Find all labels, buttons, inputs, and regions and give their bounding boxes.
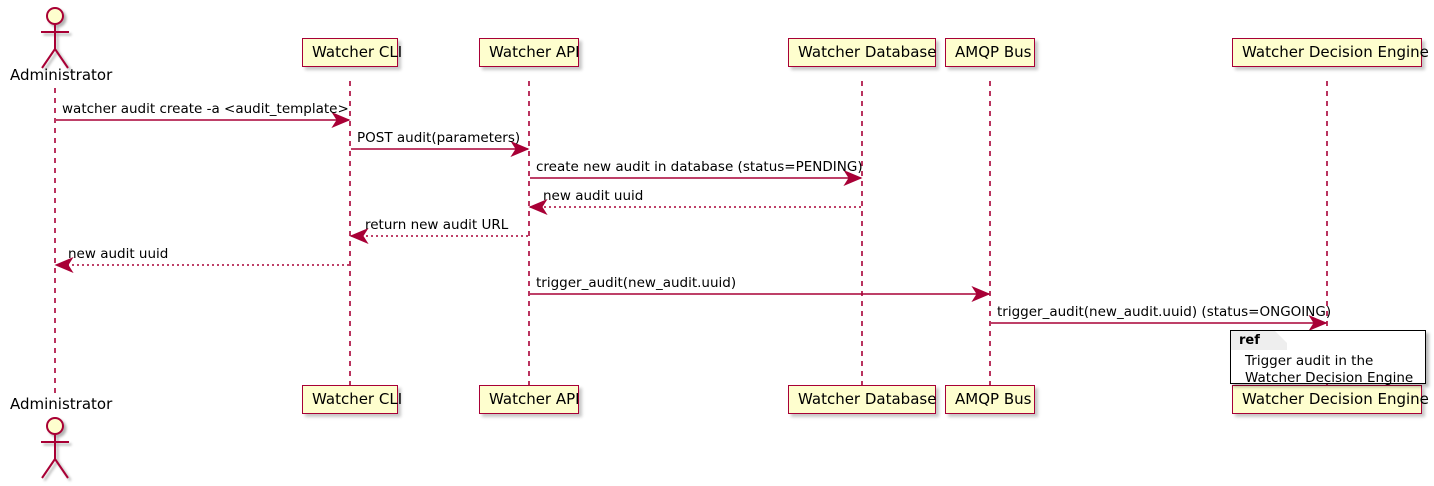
participant-box-db-top[interactable]: Watcher Database — [788, 38, 936, 67]
participant-box-cli-top[interactable]: Watcher CLI — [302, 38, 402, 67]
participant-box-amqp-top[interactable]: AMQP Bus — [945, 38, 1035, 67]
message-label-1: POST audit(parameters) — [357, 130, 521, 146]
message-label-0: watcher audit create -a <audit_template> — [62, 101, 349, 117]
actor-label-admin-top: Administrator — [10, 66, 113, 84]
ref-fragment-text: Trigger audit in the Watcher Decision En… — [1245, 353, 1414, 386]
message-label-3: new audit uuid — [543, 188, 644, 204]
lifelines-group — [54, 81, 1328, 399]
participant-box-api-top[interactable]: Watcher API — [479, 38, 580, 67]
participant-box-engine-bottom[interactable]: Watcher Decision Engine — [1232, 385, 1429, 414]
participant-box-db-bottom[interactable]: Watcher Database — [788, 385, 936, 414]
ref-tab-label: ref — [1239, 333, 1260, 348]
message-label-4: return new audit URL — [365, 217, 509, 233]
ref-fragment: ref Trigger audit in the Watcher Decisio… — [1230, 330, 1426, 386]
participant-box-api-bottom[interactable]: Watcher API — [479, 385, 580, 414]
participant-box-amqp-bottom[interactable]: AMQP Bus — [945, 385, 1035, 414]
actor-figure — [41, 7, 69, 69]
actor-figures-group — [41, 7, 69, 479]
message-label-5: new audit uuid — [68, 246, 169, 262]
message-label-2: create new audit in database (status=PEN… — [536, 159, 863, 175]
message-label-7: trigger_audit(new_audit.uuid) (status=ON… — [997, 304, 1332, 320]
actor-figure — [41, 417, 69, 479]
message-label-6: trigger_audit(new_audit.uuid) — [536, 275, 737, 291]
participant-box-engine-top[interactable]: Watcher Decision Engine — [1232, 38, 1429, 67]
ref-tab-shape — [1231, 331, 1287, 350]
actor-label-admin-bottom: Administrator — [10, 395, 113, 413]
message-arrows-group — [54, 112, 1328, 331]
participant-box-cli-bottom[interactable]: Watcher CLI — [302, 385, 402, 414]
